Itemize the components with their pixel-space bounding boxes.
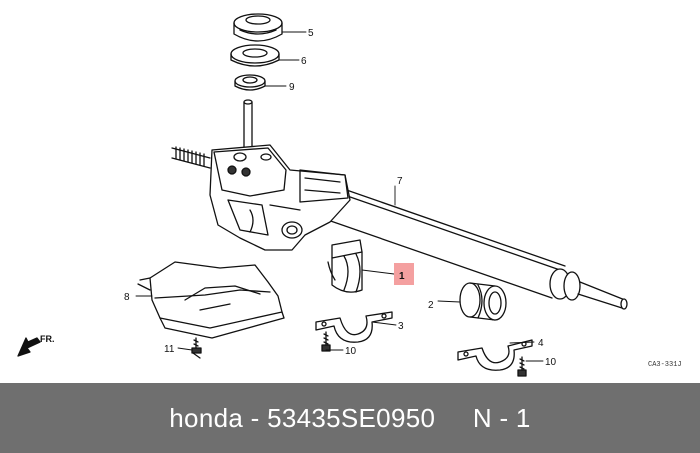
leader-lines <box>135 31 544 362</box>
front-direction-arrow <box>17 337 41 357</box>
part-label-5: 5 <box>308 28 314 39</box>
part-label-10-left: 10 <box>345 346 357 357</box>
parts-diagram: 1 2 3 4 5 6 7 8 9 10 10 11 FR. CA3-331J <box>17 13 682 377</box>
part-label-3: 3 <box>398 321 404 332</box>
part-label-4: 4 <box>538 338 544 349</box>
small-seal-part <box>234 74 266 91</box>
part-label-11: 11 <box>164 344 175 355</box>
front-direction-label: FR. <box>40 334 55 344</box>
bolt-11 <box>191 337 202 359</box>
diagram-code: CA3-331J <box>648 361 682 369</box>
part-label-8: 8 <box>124 292 130 303</box>
part-label-7: 7 <box>397 176 403 187</box>
part-label-10-right: 10 <box>545 357 557 368</box>
rack-tube-part <box>321 185 628 310</box>
bracket-part-3 <box>315 311 393 343</box>
bushing-part <box>459 282 507 321</box>
part-label-9: 9 <box>289 82 295 93</box>
mount-rubber-part <box>327 239 363 293</box>
part-caption: honda - 53435SE0950 N - 1 <box>169 402 531 433</box>
gearbox-housing <box>209 144 351 251</box>
seal-part <box>230 44 280 67</box>
caption-bar: honda - 53435SE0950 N - 1 <box>0 383 700 453</box>
diagram-canvas: 1 2 3 4 5 6 7 8 9 10 10 11 FR. CA3-331J <box>17 13 682 377</box>
rack-left-end <box>171 146 211 169</box>
dust-cap-part <box>233 13 283 42</box>
bolt-10-right <box>517 356 527 377</box>
cover-plate-part <box>137 261 285 339</box>
part-label-6: 6 <box>301 56 307 67</box>
part-label-2: 2 <box>428 300 434 311</box>
bracket-part-4 <box>457 339 533 371</box>
part-label-1: 1 <box>399 271 405 282</box>
bolt-10-left <box>321 331 331 352</box>
part-1-highlight <box>394 263 414 285</box>
pinion-shaft <box>243 99 253 151</box>
